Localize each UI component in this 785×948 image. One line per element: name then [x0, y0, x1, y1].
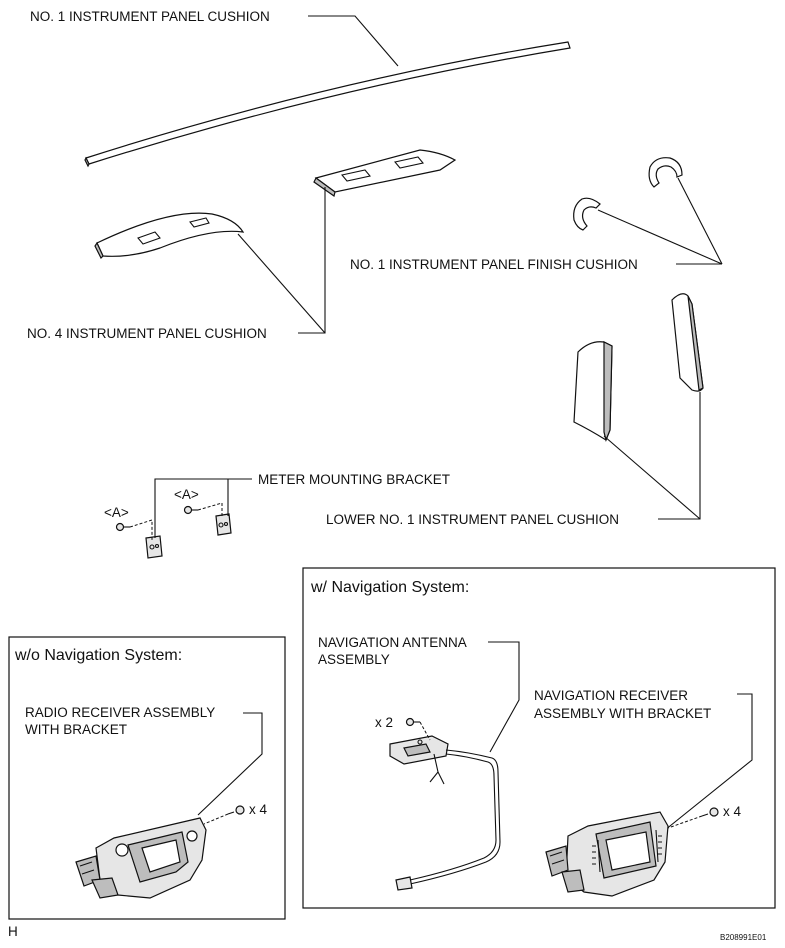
with-nav-header: w/ Navigation System:: [310, 579, 469, 596]
nav-receiver-screw-path: [667, 815, 703, 829]
leader-nav-receiver: [664, 693, 753, 831]
leader-no4-panel-cushion-2: [237, 233, 326, 334]
radio-screw-path: [203, 813, 229, 825]
footer-left-mark: H: [8, 924, 18, 939]
leader-no1-panel-cushion: [308, 15, 399, 67]
lower-cushion-right-part: [671, 293, 704, 392]
label-radio-receiver-1: RADIO RECEIVER ASSEMBLY: [25, 705, 215, 720]
no4-cushion-right-part: [313, 149, 457, 197]
screw-path-left: [129, 519, 153, 540]
figure-code: B208991E01: [720, 933, 767, 942]
label-no1-panel-cushion: NO. 1 INSTRUMENT PANEL CUSHION: [30, 9, 270, 24]
nav-antenna-screw: [405, 717, 420, 727]
meter-bracket-right: [215, 513, 232, 536]
callout-a-left: <A>: [104, 505, 129, 520]
nav-receiver-screw-count: x 4: [723, 804, 742, 819]
label-lower-cushion: LOWER NO. 1 INSTRUMENT PANEL CUSHION: [326, 512, 619, 527]
meter-bracket-left: [145, 535, 163, 559]
no4-cushion-left-part: [94, 212, 245, 260]
callout-a-right: <A>: [174, 487, 199, 502]
label-meter-bracket: METER MOUNTING BRACKET: [258, 472, 450, 487]
lower-cushion-left-part: [573, 341, 613, 442]
label-nav-antenna-2: ASSEMBLY: [318, 652, 390, 667]
nav-receiver-screw: [701, 807, 719, 817]
radio-screw: [227, 805, 245, 815]
leader-no4-panel-cushion: [298, 187, 326, 334]
with-nav-box: [302, 567, 776, 909]
label-nav-receiver-1: NAVIGATION RECEIVER: [534, 688, 688, 703]
screw-path-right: [197, 502, 223, 518]
without-nav-box: [8, 636, 286, 920]
label-nav-antenna-1: NAVIGATION ANTENNA: [318, 635, 467, 650]
no1-instrument-panel-cushion-part: [84, 41, 571, 168]
leader-finish-cushion-b: [677, 177, 723, 265]
nav-antenna-screw-path: [419, 721, 431, 741]
leader-nav-antenna: [488, 641, 520, 753]
label-nav-receiver-2: ASSEMBLY WITH BRACKET: [534, 706, 711, 721]
finish-cushion-clip-right: [648, 157, 683, 188]
radio-screw-count: x 4: [249, 802, 268, 817]
nav-antenna-screw-count: x 2: [375, 715, 393, 730]
without-nav-header: w/o Navigation System:: [14, 647, 182, 664]
leader-radio-receiver: [197, 712, 263, 816]
leader-lower-cushion-2: [603, 435, 701, 520]
radio-receiver-assembly: [75, 817, 207, 899]
nav-antenna-assembly: [389, 735, 501, 891]
leader-lower-cushion: [658, 392, 701, 520]
label-no4-panel-cushion: NO. 4 INSTRUMENT PANEL CUSHION: [27, 326, 267, 341]
finish-cushion-clip-left: [573, 197, 601, 231]
bracket-screw-left: [115, 522, 130, 532]
leader-meter-bracket: [154, 478, 252, 538]
nav-receiver-assembly: [545, 811, 669, 897]
leader-finish-cushion-a: [597, 209, 723, 265]
label-radio-receiver-2: WITH BRACKET: [25, 722, 127, 737]
label-finish-cushion: NO. 1 INSTRUMENT PANEL FINISH CUSHION: [350, 257, 638, 272]
bracket-screw-right: [183, 505, 198, 515]
